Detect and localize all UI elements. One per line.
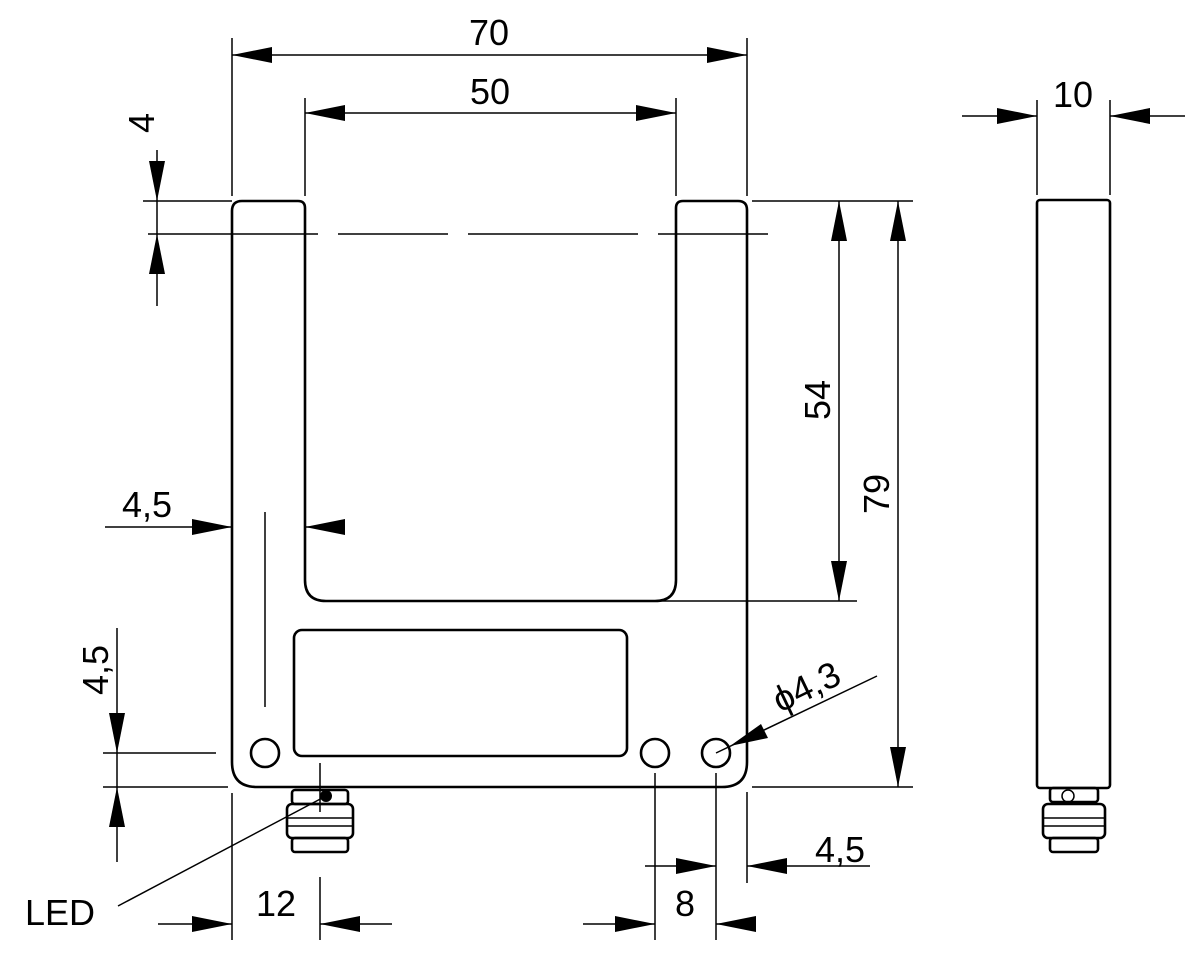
dimension-wall-thickness: 4,5 [105, 484, 345, 707]
dimension-overall-height: 79 [752, 201, 913, 788]
dimension-overall-width: 70 [231, 12, 748, 196]
mounting-hole-center [639, 737, 671, 769]
dimension-label-slot-width: 50 [470, 71, 510, 112]
mounting-hole-right [700, 737, 732, 769]
led-callout-label: LED [25, 892, 95, 933]
side-body-outline [1035, 198, 1112, 790]
dimension-label-overall-height: 79 [856, 474, 897, 514]
dimension-label-hole-right-offset: 4,5 [815, 829, 865, 870]
dimension-slot-depth: 54 [658, 200, 913, 602]
dimension-slot-width: 50 [304, 71, 677, 196]
dimension-hole-spacing: 8 [583, 773, 756, 940]
side-view: 10 [962, 74, 1185, 854]
mounting-hole-left [249, 737, 281, 769]
dimension-label-hole-height: 4,5 [75, 645, 116, 695]
front-view [148, 199, 775, 854]
dimension-hole-height: 4,5 [75, 628, 228, 862]
label-area [292, 628, 629, 758]
dimension-label-side-thickness: 10 [1053, 74, 1093, 115]
dimension-hole-diameter: ϕ4,3 [715, 653, 878, 754]
dimension-label-led-offset: 12 [256, 883, 296, 924]
dimension-label-overall-width: 70 [469, 12, 509, 53]
dimension-label-top-offset: 4 [121, 113, 162, 133]
dimension-led-offset: 12 [158, 763, 392, 940]
front-dimensions: 70 50 4 54 [25, 12, 913, 940]
led-callout: LED [25, 795, 327, 933]
dimension-label-hole-spacing: 8 [675, 883, 695, 924]
side-connector [1041, 786, 1107, 854]
dimension-hole-right-offset: 4,5 [645, 773, 870, 940]
dimension-label-slot-depth: 54 [797, 380, 838, 420]
dimension-top-offset: 4 [121, 113, 232, 306]
dimension-side-thickness: 10 [962, 74, 1185, 195]
fork-body-outline [230, 199, 749, 789]
dimension-label-wall-thickness: 4,5 [122, 484, 172, 525]
